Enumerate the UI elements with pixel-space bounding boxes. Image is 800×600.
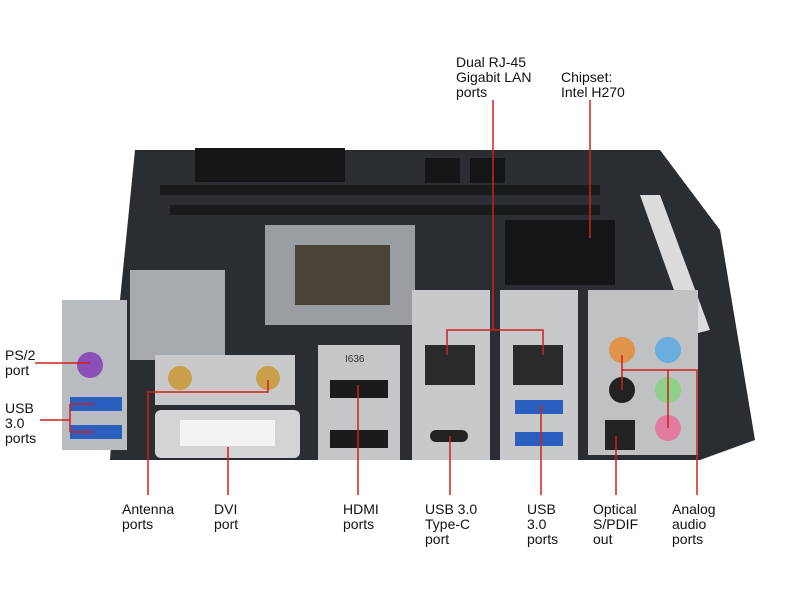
- audio-block: [588, 290, 698, 455]
- sata-port: [425, 158, 460, 183]
- usb-port: [515, 432, 563, 446]
- dvi-port-face: [180, 420, 275, 446]
- audio-jack-blue: [655, 337, 681, 363]
- dimm-slot: [170, 205, 600, 215]
- chip-marking: I636: [345, 354, 365, 365]
- leader-audio: [621, 355, 698, 495]
- label-chipset: Chipset:Intel H270: [561, 69, 625, 100]
- optical-port: [605, 420, 635, 450]
- rj45-jack: [425, 345, 475, 385]
- ps2-port: [77, 352, 103, 378]
- audio-jack-orange: [609, 337, 635, 363]
- leader-antenna: [147, 380, 269, 495]
- usb-port: [70, 425, 122, 439]
- leader-usb-left: [40, 403, 95, 433]
- rj45-jack: [513, 345, 563, 385]
- wifi-bracket: [130, 270, 225, 360]
- usb-c-port: [430, 430, 468, 442]
- usb-port: [515, 400, 563, 414]
- sata-port: [470, 158, 505, 183]
- cpu-socket-pins: [295, 245, 390, 305]
- hdmi-port: [330, 430, 388, 448]
- antenna-connector: [168, 366, 192, 390]
- leader-lan: [446, 100, 544, 355]
- chipset-heatsink: [505, 220, 615, 285]
- leader-lines: [35, 100, 698, 495]
- dimm-slot: [160, 185, 600, 195]
- usb-port: [70, 397, 122, 411]
- atx-power-connector: [195, 148, 345, 182]
- hdmi-port: [330, 380, 388, 398]
- antenna-connector: [256, 366, 280, 390]
